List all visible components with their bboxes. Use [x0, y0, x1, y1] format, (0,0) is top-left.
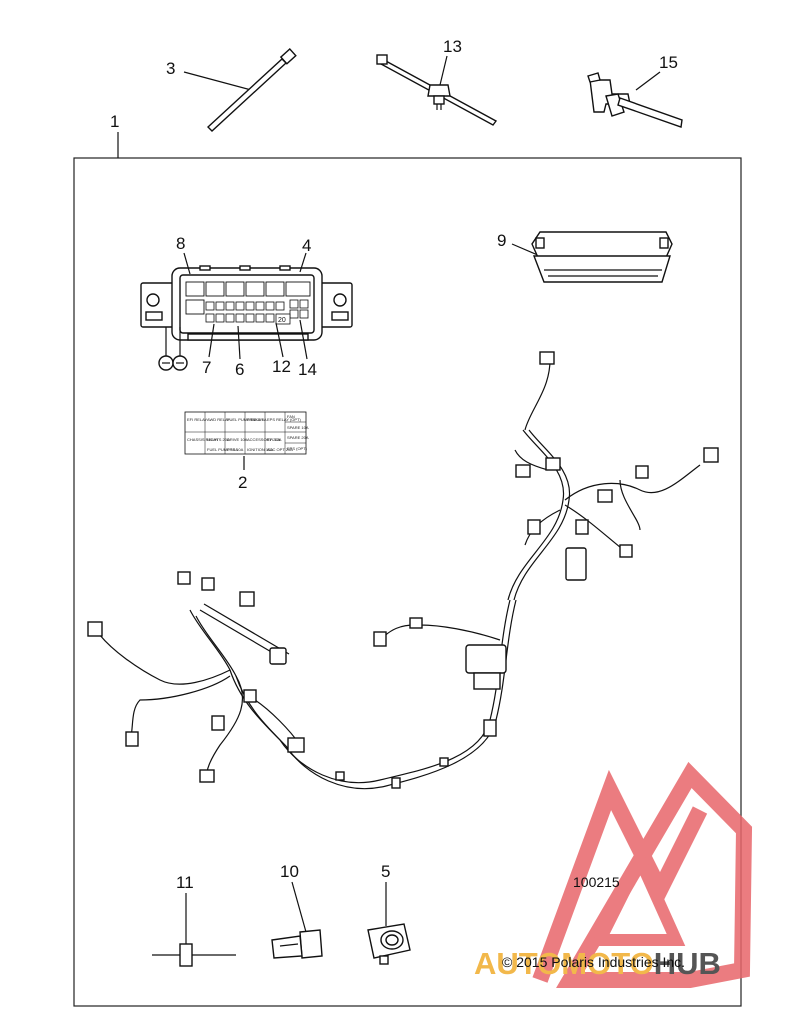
svg-text:SPARE 20A: SPARE 20A: [287, 435, 309, 440]
callout-2: 2: [238, 473, 247, 492]
callout-6: 6: [235, 360, 244, 379]
callout-1: 1: [110, 112, 119, 131]
svg-text:SPARE 10A: SPARE 10A: [287, 425, 309, 430]
svg-text:EPS (OPT): EPS (OPT): [287, 446, 308, 451]
callout-4: 4: [302, 236, 311, 255]
callout-7: 7: [202, 358, 211, 377]
callout-15: 15: [659, 53, 678, 72]
watermark-brand-hub: HUB: [654, 946, 721, 981]
svg-text:FUEL PUMP RELAY: FUEL PUMP RELAY: [227, 417, 264, 422]
fuse-box: 20: [140, 265, 353, 371]
svg-text:EFI 10A: EFI 10A: [267, 437, 282, 442]
callout-11: 11: [176, 873, 194, 892]
kit-frame: [73, 157, 742, 1007]
svg-text:CHASSIS RELAY: CHASSIS RELAY: [187, 437, 219, 442]
diagram-number: 100215: [573, 874, 620, 890]
fuse-20-label: 20: [278, 317, 286, 324]
part-11-diode: [152, 893, 236, 967]
part-13-push-tie: [376, 54, 498, 126]
part-10-terminal: [271, 881, 323, 959]
wire-harness: [87, 351, 719, 790]
svg-text:FUEL PUMP 10A: FUEL PUMP 10A: [207, 447, 238, 452]
part-15-clip-tie: [587, 71, 683, 128]
svg-text:EFI RELAY: EFI RELAY: [187, 417, 207, 422]
part-5-connector: [367, 882, 411, 965]
part-2-fuse-chart: EFI RELAY AWD RELAY FUEL PUMP RELAY BRAK…: [184, 411, 309, 455]
svg-text:BRAKE 5A: BRAKE 5A: [247, 417, 267, 422]
svg-text:ACCESSORY 20A: ACCESSORY 20A: [247, 437, 281, 442]
watermark-brand: AUTOMOTOHUB: [474, 946, 721, 981]
callout-13: 13: [443, 37, 462, 56]
callout-9: 9: [497, 231, 506, 250]
callout-12: 12: [272, 357, 291, 376]
callout-14: 14: [298, 360, 317, 379]
part-9-fuse-cover: [511, 231, 673, 283]
callout-8: 8: [176, 234, 185, 253]
callout-3: 3: [166, 59, 175, 78]
watermark-brand-auto: AUTO: [474, 946, 561, 981]
callout-5: 5: [381, 862, 390, 881]
svg-text:EPS 10A: EPS 10A: [227, 447, 244, 452]
svg-text:DRIVE 10A: DRIVE 10A: [227, 437, 248, 442]
watermark-brand-moto: MOTO: [561, 946, 653, 981]
svg-text:FAN: FAN: [287, 414, 295, 419]
svg-text:LIGHTS 20A: LIGHTS 20A: [207, 437, 230, 442]
svg-text:AWD RELAY: AWD RELAY: [207, 417, 230, 422]
svg-text:ACC OPT 20A: ACC OPT 20A: [267, 447, 293, 452]
svg-text:IGNITION 10A: IGNITION 10A: [247, 447, 273, 452]
callout-10: 10: [280, 862, 299, 881]
watermark-logo: [532, 761, 753, 988]
svg-text:EPS RELAY (OPT): EPS RELAY (OPT): [267, 417, 302, 422]
part-3-cable-tie: [183, 48, 297, 132]
copyright: © 2015 Polaris Industries Inc.: [502, 954, 685, 970]
